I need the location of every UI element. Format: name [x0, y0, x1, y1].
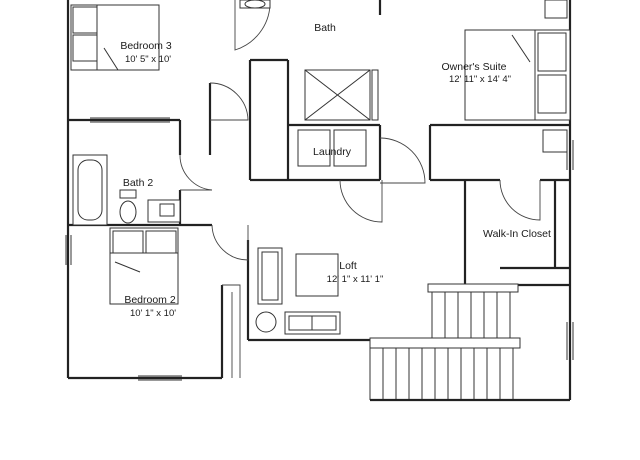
bath-fixtures: [239, 0, 568, 19]
bath2-fixtures: [72, 154, 181, 226]
windows: [65, 117, 574, 381]
stairs: [369, 283, 570, 402]
laundry-label: Laundry: [313, 146, 352, 158]
owners-suite-size: 12' 11" x 14' 4": [449, 74, 511, 85]
bedroom3-size: 10' 5" x 10': [125, 54, 171, 65]
laundry-appliances: [297, 129, 367, 167]
bedroom2-bed: [109, 227, 179, 305]
loft-size: 12' 1" x 11' 1": [327, 274, 384, 285]
owners-suite-label: Owner's Suite: [441, 61, 506, 73]
bedroom2-size: 10' 1" x 10': [130, 308, 176, 319]
walk-in-closet-label: Walk-In Closet: [483, 228, 551, 240]
bath2-label: Bath 2: [123, 177, 154, 189]
owners-bed: [464, 29, 571, 153]
loft-furniture: [255, 247, 341, 335]
room-labels: Bath Bedroom 3 10' 5" x 10' Owner's Suit…: [120, 22, 551, 319]
loft-label: Loft: [339, 260, 357, 272]
bedroom2-label: Bedroom 2: [124, 294, 176, 306]
doors: [179, 0, 541, 378]
bedroom3-label: Bedroom 3: [120, 40, 172, 52]
shower: [304, 69, 379, 121]
bath-label: Bath: [314, 22, 336, 34]
bedroom3-bed: [70, 4, 160, 71]
